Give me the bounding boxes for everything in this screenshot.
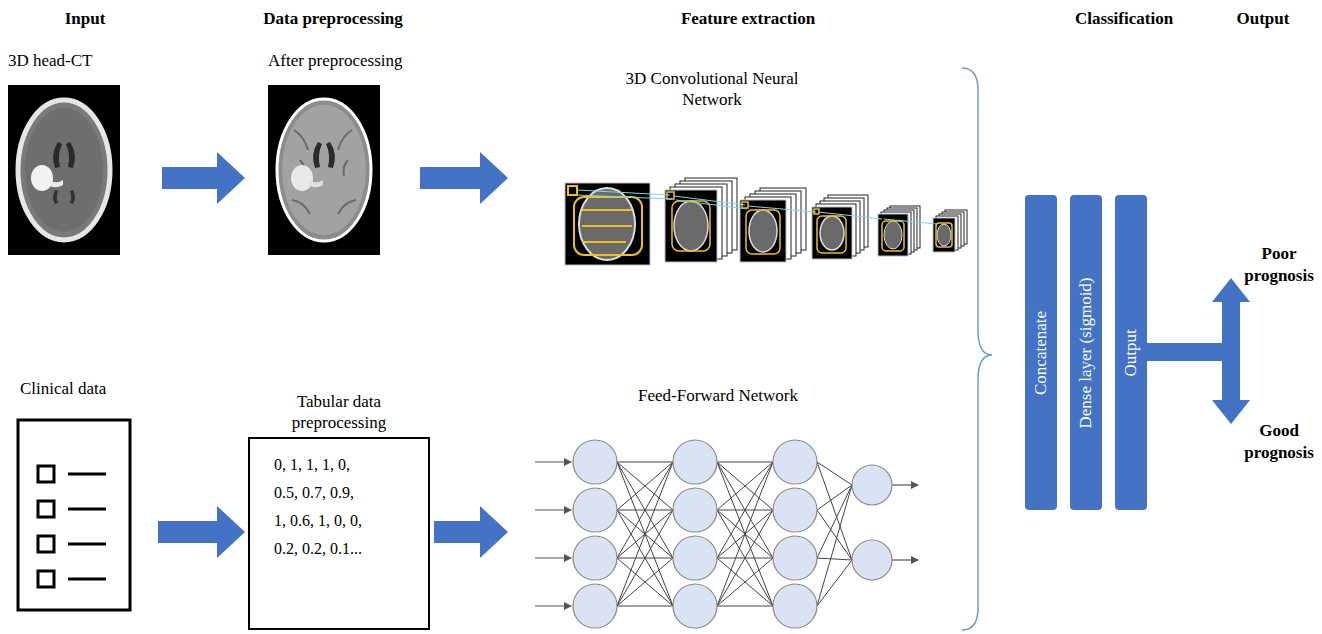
outcome-label: Poor prognosis xyxy=(1240,243,1318,287)
panel-heading: 3D Convolutional Neural Network xyxy=(612,68,812,110)
bar-label: Concatenate xyxy=(1031,310,1051,394)
bar-label: Output xyxy=(1121,329,1141,376)
column-header: Output xyxy=(1208,8,1318,30)
dense-layer-bar: Dense layer (sigmoid) xyxy=(1070,195,1102,510)
column-header: Data preprocessing xyxy=(223,8,443,30)
ffn-panel: Feed-Forward Network xyxy=(530,385,920,620)
clinical-data-panel: Clinical data xyxy=(14,378,136,614)
panel-heading: Clinical data xyxy=(20,378,136,399)
block-arrow xyxy=(162,152,245,204)
outcome-label: Good prognosis xyxy=(1240,420,1318,464)
ct-scan-image xyxy=(8,85,120,255)
brace xyxy=(962,68,992,630)
column-header: Feature extraction xyxy=(638,8,858,30)
output-bar: Output xyxy=(1115,195,1147,510)
bar-label: Dense layer (sigmoid) xyxy=(1076,277,1096,428)
panel-heading: 3D head-CT xyxy=(8,50,124,71)
document-icon xyxy=(18,420,130,610)
column-header: Classification xyxy=(1044,8,1204,30)
block-arrow xyxy=(434,506,508,558)
tabular-data-box: Tabular data preprocessing0, 1, 1, 1, 0,… xyxy=(248,437,430,630)
preprocessed-ct-image xyxy=(268,85,380,255)
output-arrow xyxy=(1147,278,1250,424)
column-header: Input xyxy=(5,8,165,30)
concatenate-bar: Concatenate xyxy=(1025,195,1057,510)
box-heading: Tabular data preprocessing xyxy=(266,391,412,433)
preprocessed-image-panel: After preprocessing xyxy=(264,50,414,257)
block-arrow xyxy=(158,506,245,558)
ct-image-panel: 3D head-CT xyxy=(6,50,124,257)
panel-heading: Feed-Forward Network xyxy=(618,385,818,406)
ffn-illustration xyxy=(535,440,918,628)
block-arrow xyxy=(420,152,508,204)
cnn-panel: 3D Convolutional Neural Network xyxy=(550,68,975,278)
tabular-values: 0, 1, 1, 1, 0, 0.5, 0.7, 0.9, 1, 0.6, 1,… xyxy=(274,451,362,563)
cnn-illustration xyxy=(565,178,967,265)
panel-heading: After preprocessing xyxy=(268,50,414,71)
